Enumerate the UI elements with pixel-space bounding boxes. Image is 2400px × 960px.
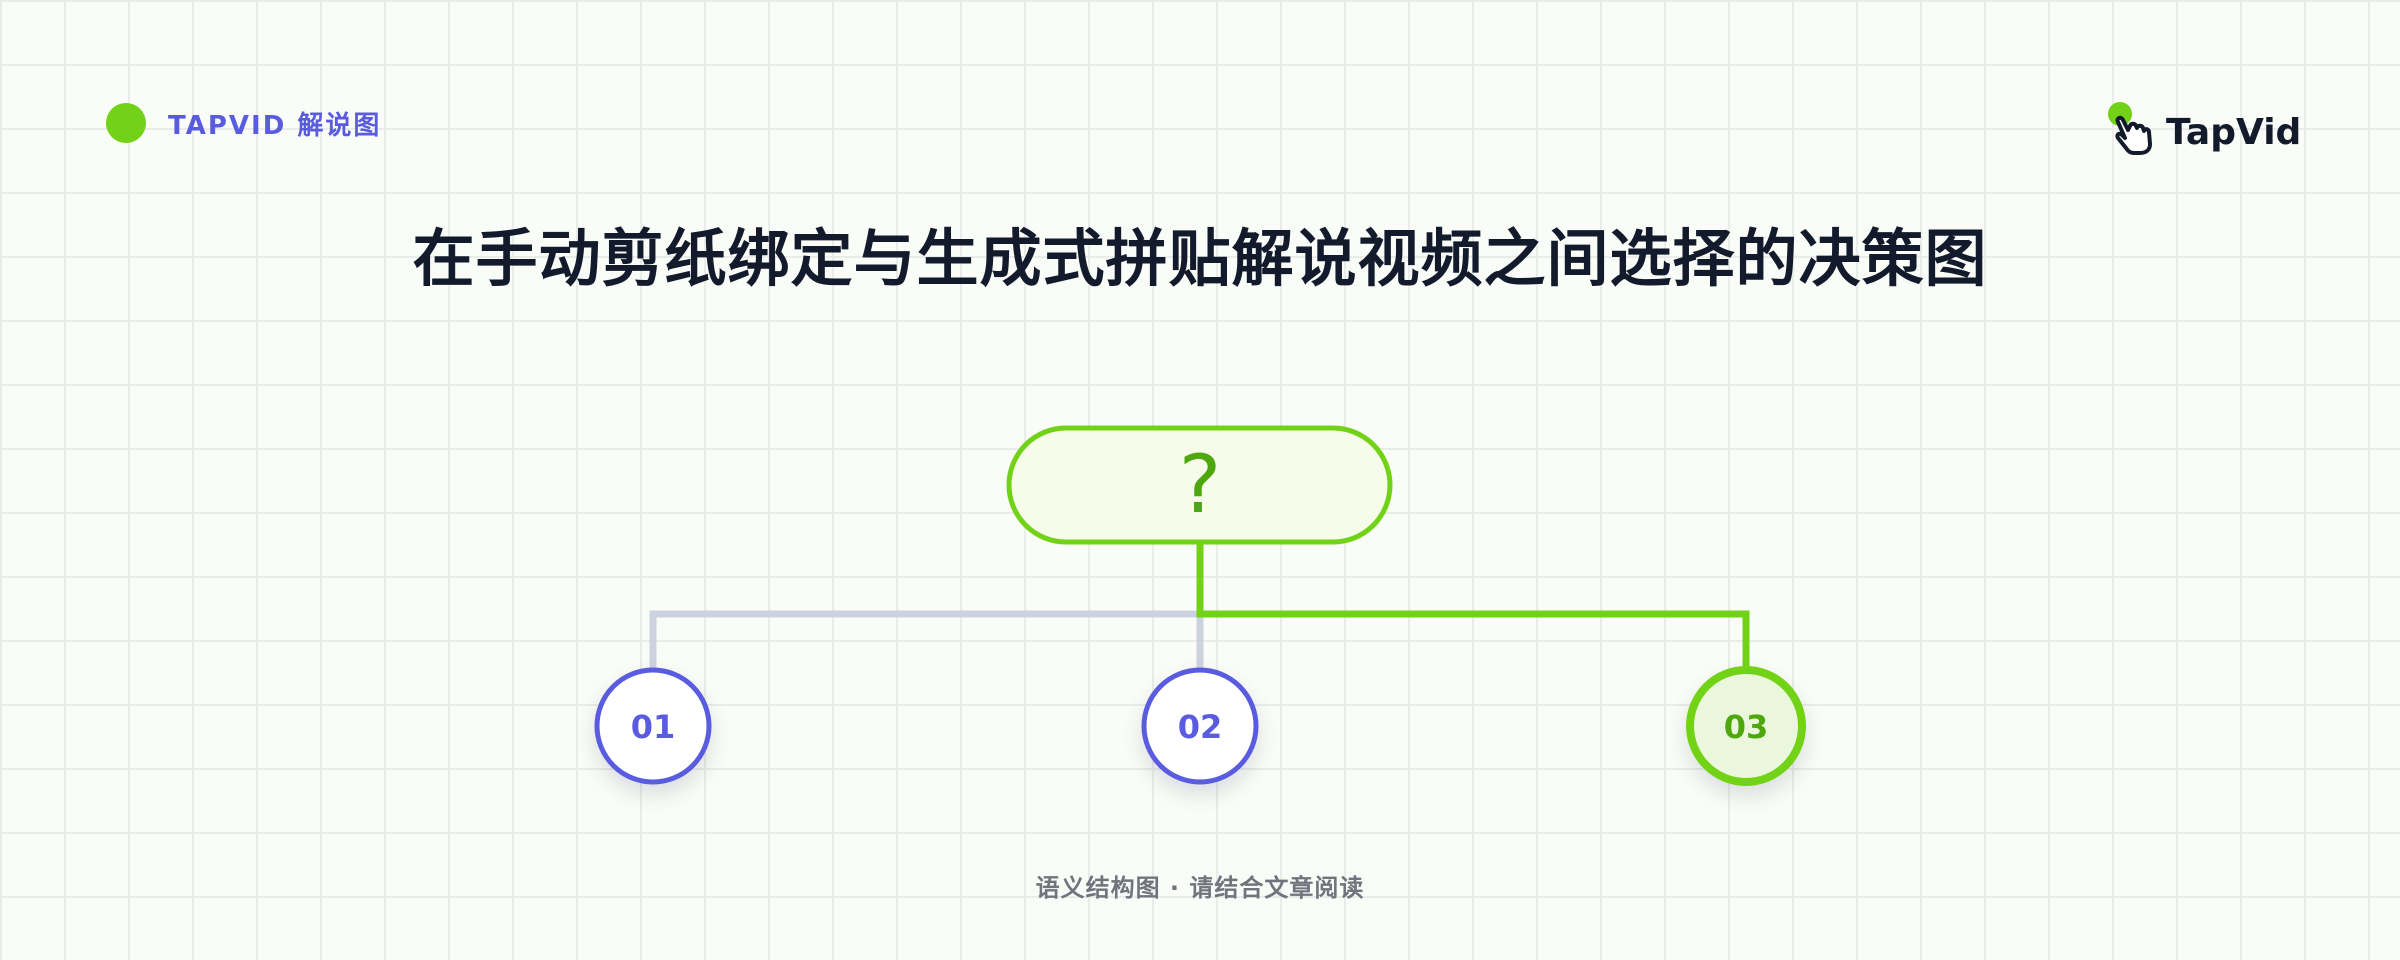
connectors (649, 538, 1750, 676)
option-circle-02 (1141, 667, 1259, 785)
brand-tag: TAPVID 解说图 (106, 103, 381, 143)
brand-dot (106, 103, 146, 143)
option-circle-03 (1686, 666, 1806, 786)
brand-tag-label: TAPVID 解说图 (168, 110, 382, 141)
option-node-02: 02 (1141, 667, 1259, 785)
connector-to-01 (649, 610, 1204, 676)
logo-wordmark: TapVid (2166, 112, 2301, 153)
root-node-box (1006, 425, 1393, 545)
root-node: ? (1006, 425, 1393, 545)
question-mark-icon: ? (1179, 438, 1221, 531)
option-circle-01 (594, 667, 712, 785)
logo-dot (2108, 102, 2132, 126)
connector-to-03 (1196, 538, 1750, 676)
option-label-01: 01 (631, 708, 676, 746)
tapvid-logo: TapVid (2108, 102, 2301, 155)
option-node-01: 01 (594, 667, 712, 785)
option-label-02: 02 (1178, 708, 1223, 746)
pointer-hand-icon (2115, 115, 2152, 155)
footer-note: 语义结构图 · 请结合文章阅读 (1035, 874, 1365, 902)
option-label-03: 03 (1724, 708, 1769, 746)
option-node-03: 03 (1686, 666, 1806, 786)
page-title: 在手动剪纸绑定与生成式拼贴解说视频之间选择的决策图 (412, 222, 1988, 295)
